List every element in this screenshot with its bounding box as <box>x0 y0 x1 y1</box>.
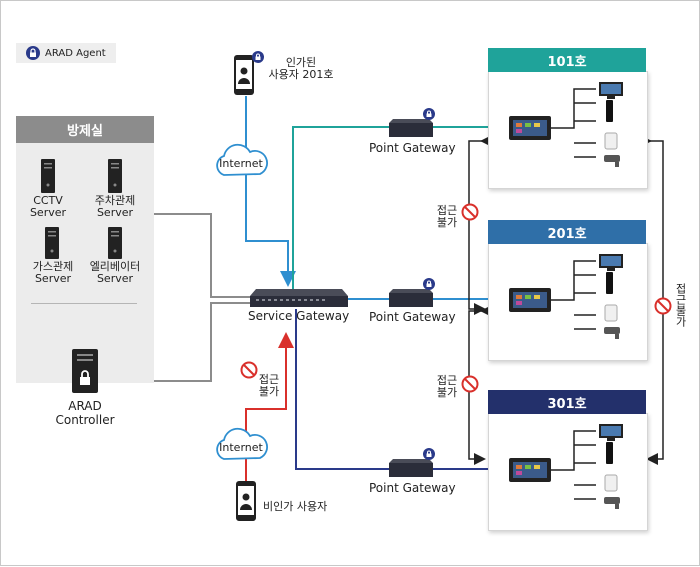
point-gateway-label-1: Point Gateway <box>369 141 456 155</box>
line-unauthorized-user <box>245 332 294 486</box>
divider <box>31 303 137 304</box>
no-entry-icon <box>461 203 479 221</box>
cctv-server-icon <box>41 159 55 193</box>
wallpad-icon <box>509 288 551 312</box>
line-authorized-user <box>245 96 296 287</box>
legend-label: ARAD Agent <box>45 47 106 59</box>
unauthorized-phone-icon <box>236 481 256 521</box>
room-201-devices <box>509 254 623 339</box>
point-gateway-label-2: Point Gateway <box>369 310 456 324</box>
service-gateway-label: Service Gateway <box>248 309 350 323</box>
door-lock-icon <box>606 100 613 122</box>
cctv-camera-icon <box>604 155 620 167</box>
service-gateway-switch-icon <box>250 289 348 307</box>
arad-controller-icon <box>72 349 98 393</box>
line-servers-to-gateway <box>154 213 256 298</box>
gas-valve-icon <box>604 304 618 322</box>
tv-icon <box>599 254 623 271</box>
point-gateway-label-3: Point Gateway <box>369 481 456 495</box>
cctv-camera-icon <box>604 497 620 509</box>
door-lock-icon <box>606 442 613 464</box>
tv-icon <box>599 82 623 99</box>
lock-icon <box>26 46 40 60</box>
gas-server-icon <box>45 227 59 259</box>
legend: ARAD Agent <box>16 43 116 63</box>
no-entry-icon <box>240 361 258 379</box>
line-controller-to-gateway <box>154 302 256 382</box>
room-101-header: 101호 <box>488 48 646 72</box>
room-301-devices <box>509 424 623 509</box>
point-gateway-icon-2 <box>389 278 435 307</box>
room-301-header: 301호 <box>488 390 646 414</box>
no-entry-icon <box>654 297 672 315</box>
tv-icon <box>599 424 623 441</box>
unauthorized-user-label: 비인가 사용자 <box>263 500 328 513</box>
control-room-panel <box>16 143 154 383</box>
parking-server-icon <box>108 159 122 193</box>
internet-bottom-label: Internet <box>219 441 263 454</box>
no-entry-icon <box>461 375 479 393</box>
cctv-camera-icon <box>604 327 620 339</box>
room-101-devices <box>509 82 623 167</box>
wallpad-icon <box>509 116 551 140</box>
point-gateway-icon-1 <box>389 108 435 137</box>
internet-cloud-icon-top <box>216 143 268 176</box>
control-room-title: 방제실 <box>16 116 154 143</box>
denied-label-right: 접근불가 <box>674 283 687 327</box>
elevator-server-icon <box>108 227 122 259</box>
gas-valve-icon <box>604 474 618 492</box>
room-201-header: 201호 <box>488 220 646 244</box>
internet-top-label: Internet <box>219 157 263 170</box>
wallpad-icon <box>509 458 551 482</box>
authorized-phone-icon <box>234 51 264 95</box>
door-lock-icon <box>606 272 613 294</box>
bracket-101-201 <box>468 135 492 315</box>
gas-valve-icon <box>604 132 618 150</box>
point-gateway-icon-3 <box>389 448 435 477</box>
internet-cloud-icon-bottom <box>216 427 268 460</box>
